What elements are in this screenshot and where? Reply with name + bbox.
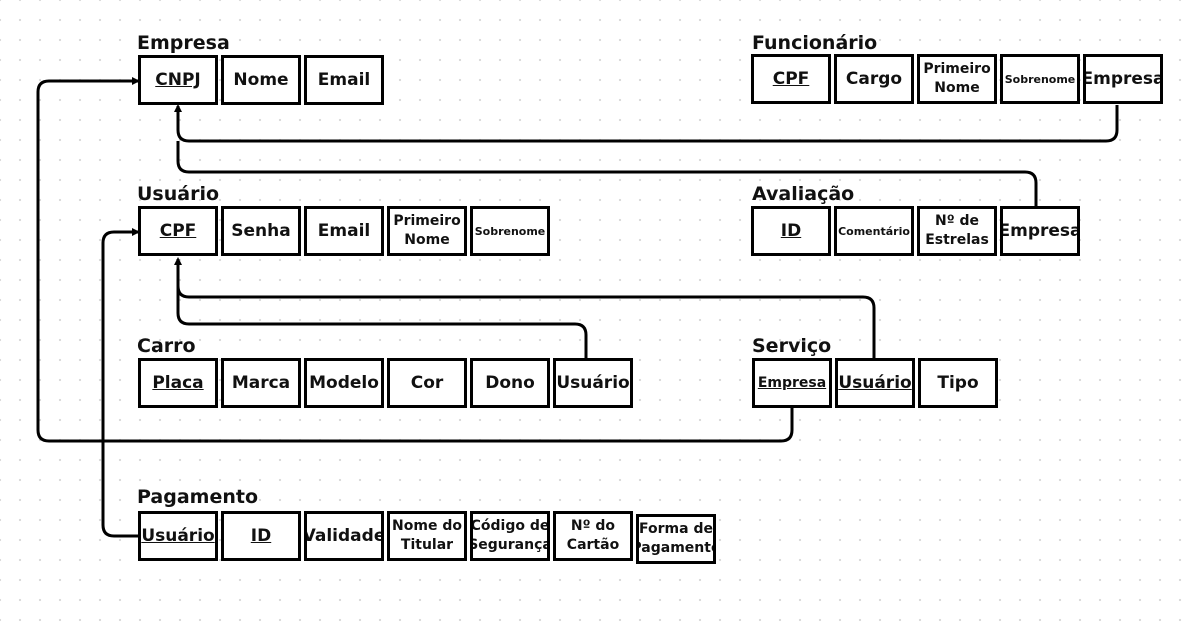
link-servico-usuario (176, 285, 876, 358)
table-carro: Placa Marca Modelo Cor Dono Usuário (138, 358, 633, 408)
field-carro-placa[interactable]: Placa (138, 358, 218, 408)
field-funcionario-cargo[interactable]: Cargo (834, 54, 914, 104)
link-servico-empresa (36, 77, 794, 443)
table-servico: Empresa Usuário Tipo (752, 358, 998, 408)
field-funcionario-cpf[interactable]: CPF (751, 54, 831, 104)
field-servico-tipo[interactable]: Tipo (918, 358, 998, 408)
field-funcionario-primeiro-nome[interactable]: Primeiro Nome (917, 54, 997, 104)
field-carro-modelo[interactable]: Modelo (304, 358, 384, 408)
table-title-servico: Serviço (752, 335, 832, 357)
table-pagamento: Usuário ID Validade Nome do Titular Códi… (138, 511, 716, 564)
table-empresa: CNPJ Nome Email (138, 55, 384, 105)
field-empresa-nome[interactable]: Nome (221, 55, 301, 105)
link-pagamento-usuario (101, 228, 140, 538)
field-avaliacao-empresa[interactable]: Empresa (1000, 206, 1080, 256)
table-avaliacao: ID Comentário Nº de Estrelas Empresa (751, 206, 1080, 256)
table-title-carro: Carro (137, 335, 196, 357)
table-usuario: CPF Senha Email Primeiro Nome Sobrenome (138, 206, 550, 256)
field-carro-cor[interactable]: Cor (387, 358, 467, 408)
table-title-usuario: Usuário (137, 183, 220, 205)
field-usuario-primeiro-nome[interactable]: Primeiro Nome (387, 206, 467, 256)
field-pagamento-forma-pagamento[interactable]: Forma de Pagamento (636, 514, 716, 564)
table-title-funcionario: Funcionário (752, 32, 878, 54)
field-usuario-email[interactable]: Email (304, 206, 384, 256)
field-servico-empresa[interactable]: Empresa (752, 358, 832, 408)
field-avaliacao-id[interactable]: ID (751, 206, 831, 256)
field-empresa-cnpj[interactable]: CNPJ (138, 55, 218, 105)
table-title-avaliacao: Avaliação (752, 183, 855, 205)
field-pagamento-numero-cartao[interactable]: Nº do Cartão (553, 511, 633, 561)
field-pagamento-id[interactable]: ID (221, 511, 301, 561)
field-pagamento-usuario[interactable]: Usuário (138, 511, 218, 561)
field-carro-marca[interactable]: Marca (221, 358, 301, 408)
field-empresa-email[interactable]: Email (304, 55, 384, 105)
field-carro-dono[interactable]: Dono (470, 358, 550, 408)
field-servico-usuario[interactable]: Usuário (835, 358, 915, 408)
field-carro-usuario[interactable]: Usuário (553, 358, 633, 408)
link-avaliacao-empresa (176, 141, 1038, 206)
table-title-pagamento: Pagamento (137, 486, 259, 508)
link-funcionario-empresa (174, 104, 1119, 143)
field-funcionario-sobrenome[interactable]: Sobrenome (1000, 54, 1080, 104)
field-usuario-sobrenome[interactable]: Sobrenome (470, 206, 550, 256)
field-usuario-cpf[interactable]: CPF (138, 206, 218, 256)
table-title-empresa: Empresa (137, 32, 230, 54)
field-funcionario-empresa[interactable]: Empresa (1083, 54, 1163, 104)
field-avaliacao-comentario[interactable]: Comentário (834, 206, 914, 256)
field-avaliacao-estrelas[interactable]: Nº de Estrelas (917, 206, 997, 256)
field-pagamento-validade[interactable]: Validade (304, 511, 384, 561)
table-funcionario: CPF Cargo Primeiro Nome Sobrenome Empres… (751, 54, 1163, 104)
field-pagamento-codigo-seguranca[interactable]: Código de Segurança (470, 511, 550, 561)
link-carro-usuario (174, 257, 588, 358)
field-pagamento-nome-titular[interactable]: Nome do Titular (387, 511, 467, 561)
field-usuario-senha[interactable]: Senha (221, 206, 301, 256)
